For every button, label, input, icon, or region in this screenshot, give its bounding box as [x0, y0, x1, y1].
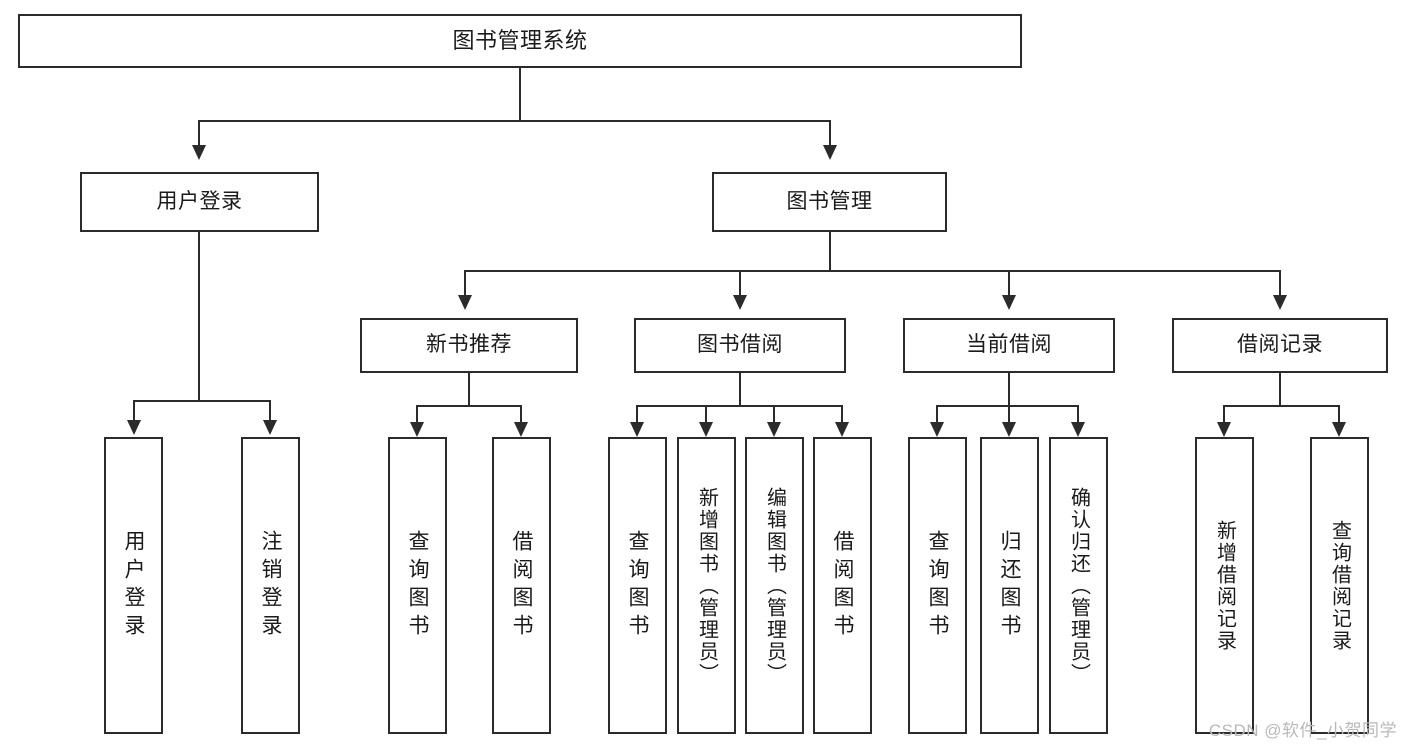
arrowhead-borrow-3: [767, 422, 781, 437]
arrowhead-borrow-1: [630, 422, 644, 437]
connector-borrow-stem: [739, 373, 741, 405]
connector-root-stem: [519, 68, 521, 120]
connector-level3-drop-4: [1279, 270, 1281, 295]
connector-current-drop-2: [1008, 405, 1010, 425]
leaf-borrow-book-newbook[interactable]: 借阅图书: [492, 437, 551, 734]
connector-level3-bus: [464, 270, 1281, 272]
node-label: 查询图书: [626, 529, 649, 642]
connector-level3-drop-1: [464, 270, 466, 295]
leaf-query-book-current[interactable]: 查询图书: [908, 437, 967, 734]
node-label: 确认归还（管理员）: [1067, 486, 1090, 685]
connector-new-book-drop-1: [416, 405, 418, 425]
arrowhead-level3-1: [458, 295, 472, 310]
node-label: 注销登录: [259, 529, 282, 642]
node-book-borrow[interactable]: 图书借阅: [634, 318, 846, 373]
arrowhead-level2-left: [192, 145, 206, 160]
arrowhead-borrow-2: [699, 422, 713, 437]
node-label: 新增借阅记录: [1213, 519, 1236, 652]
node-label: 借阅图书: [510, 529, 533, 642]
connector-current-bus: [936, 405, 1078, 407]
connector-level2-bus: [198, 120, 831, 122]
leaf-add-borrow-record[interactable]: 新增借阅记录: [1195, 437, 1254, 734]
connector-new-book-drop-2: [520, 405, 522, 425]
connector-borrow-bus: [636, 405, 842, 407]
node-current-borrow[interactable]: 当前借阅: [903, 318, 1115, 373]
connector-record-drop-2: [1338, 405, 1340, 425]
node-label: 借阅图书: [831, 529, 854, 642]
connector-user-login-drop-2: [269, 400, 271, 422]
arrowhead-level3-2: [733, 295, 747, 310]
node-label: 当前借阅: [966, 333, 1052, 357]
arrowhead-new-book-2: [514, 422, 528, 437]
connector-new-book-bus: [416, 405, 522, 407]
arrowhead-record-1: [1217, 422, 1231, 437]
connector-user-login-bus: [133, 400, 270, 402]
connector-level3-drop-2: [739, 270, 741, 295]
arrowhead-user-login-2: [263, 420, 277, 435]
arrowhead-level3-4: [1273, 295, 1287, 310]
connector-record-bus: [1223, 405, 1340, 407]
node-label: 图书管理: [786, 189, 873, 213]
connector-user-login-drop-1: [133, 400, 135, 422]
node-label: 新书推荐: [426, 333, 512, 357]
arrowhead-current-3: [1071, 422, 1085, 437]
connector-current-drop-1: [936, 405, 938, 425]
leaf-query-book-newbook[interactable]: 查询图书: [388, 437, 447, 734]
connector-current-stem: [1008, 373, 1010, 405]
connector-new-book-stem: [468, 373, 470, 405]
node-label: 查询借阅记录: [1328, 519, 1351, 652]
leaf-borrow-book[interactable]: 借阅图书: [813, 437, 872, 734]
connector-borrow-drop-2: [705, 405, 707, 425]
node-root-library-system[interactable]: 图书管理系统: [18, 14, 1022, 68]
connector-level3-drop-3: [1008, 270, 1010, 295]
node-label: 编辑图书（管理员）: [763, 486, 786, 685]
connector-book-mgmt-stem: [829, 232, 831, 270]
arrowhead-borrow-4: [835, 422, 849, 437]
arrowhead-level2-right: [823, 145, 837, 160]
node-label: 新增图书（管理员）: [695, 486, 718, 685]
node-book-management[interactable]: 图书管理: [712, 172, 947, 232]
arrowhead-new-book-1: [410, 422, 424, 437]
node-label: 用户登录: [156, 189, 243, 213]
connector-borrow-drop-3: [773, 405, 775, 425]
connector-current-drop-3: [1077, 405, 1079, 425]
connector-record-drop-1: [1223, 405, 1225, 425]
node-label: 查询图书: [926, 529, 949, 642]
leaf-return-book[interactable]: 归还图书: [980, 437, 1039, 734]
node-label: 借阅记录: [1237, 333, 1323, 357]
node-label: 查询图书: [406, 529, 429, 642]
arrowhead-user-login-1: [127, 420, 141, 435]
connector-level2-drop-right: [829, 120, 831, 145]
arrowhead-current-2: [1002, 422, 1016, 437]
leaf-edit-book-admin[interactable]: 编辑图书（管理员）: [745, 437, 804, 734]
connector-borrow-drop-4: [841, 405, 843, 425]
node-user-login[interactable]: 用户登录: [80, 172, 319, 232]
node-label: 图书管理系统: [452, 28, 588, 54]
connector-record-stem: [1279, 373, 1281, 405]
leaf-query-borrow-record[interactable]: 查询借阅记录: [1310, 437, 1369, 734]
leaf-confirm-return-admin[interactable]: 确认归还（管理员）: [1049, 437, 1108, 734]
leaf-add-book-admin[interactable]: 新增图书（管理员）: [677, 437, 736, 734]
connector-borrow-drop-1: [636, 405, 638, 425]
node-borrow-record[interactable]: 借阅记录: [1172, 318, 1388, 373]
leaf-logout[interactable]: 注销登录: [241, 437, 300, 734]
arrowhead-record-2: [1332, 422, 1346, 437]
node-label: 图书借阅: [697, 333, 783, 357]
arrowhead-current-1: [930, 422, 944, 437]
leaf-user-login[interactable]: 用户登录: [104, 437, 163, 734]
connector-level2-drop-left: [198, 120, 200, 145]
node-label: 用户登录: [122, 529, 145, 642]
csdn-watermark: CSDN @软件_小贺同学: [1208, 721, 1397, 740]
node-new-book-recommend[interactable]: 新书推荐: [360, 318, 578, 373]
arrowhead-level3-3: [1002, 295, 1016, 310]
connector-user-login-stem: [198, 232, 200, 400]
leaf-query-book-borrow[interactable]: 查询图书: [608, 437, 667, 734]
node-label: 归还图书: [998, 529, 1021, 642]
